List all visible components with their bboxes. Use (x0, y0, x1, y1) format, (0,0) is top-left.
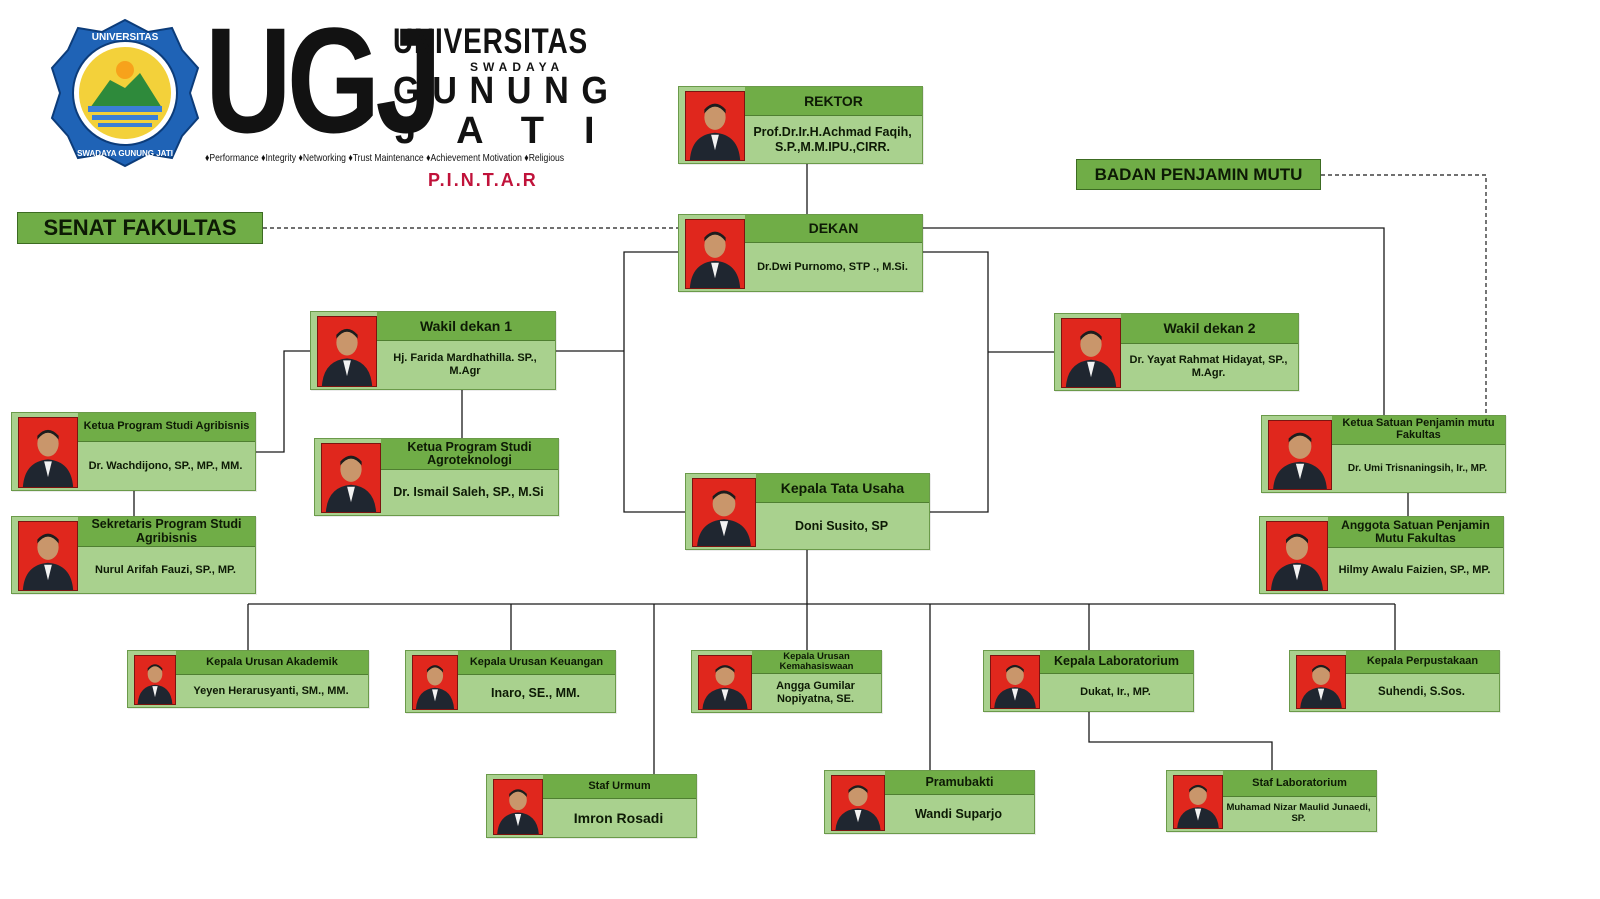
node-person-name: Hilmy Awalu Faizien, SP., MP. (1338, 564, 1491, 577)
logo-pintar: P.I.N.T.A.R (428, 170, 538, 190)
node-person-name: Muhamad Nizar Maulid Junaedi, SP. (1226, 802, 1371, 824)
node-wd1: Wakil dekan 1 Hj. Farida Mardhathilla. SP… (310, 311, 556, 390)
seal-text-bottom: SWADAYA GUNUNG JATI (77, 149, 173, 158)
node-title: Staf Urmum (543, 775, 696, 799)
person-photo-icon (493, 779, 543, 835)
node-title: REKTOR (745, 87, 922, 116)
logo-jati: JATI (395, 110, 635, 152)
person-photo-icon (990, 655, 1040, 709)
person-photo-icon (18, 417, 78, 488)
person-photo-icon (134, 655, 176, 705)
logo-acronym: UGJ (205, 0, 442, 164)
node-person-name: Prof.Dr.Ir.H.Achmad Faqih, S.P.,M.M.IPU.… (753, 125, 912, 154)
node-title: Kepala Tata Usaha (756, 474, 929, 503)
node-person-name: Imron Rosadi (573, 809, 664, 826)
person-photo-icon (831, 775, 885, 831)
node-person-name: Dr. Umi Trisnaningsih, Ir., MP. (1347, 462, 1488, 474)
node-title: Ketua Program Studi Agroteknologi (381, 439, 558, 470)
node-person-name: Angga Gumilar Nopiyatna, SE. (776, 680, 855, 705)
person-photo-icon (685, 91, 745, 161)
node-title: DEKAN (745, 215, 922, 243)
node-dekan: DEKAN Dr.Dwi Purnomo, STP ., M.Si. (678, 214, 923, 292)
node-person-name: Inaro, SE., MM. (491, 686, 580, 701)
person-photo-icon (317, 316, 377, 387)
node-person-name: Nurul Arifah Fauzi, SP., MP. (95, 563, 236, 576)
node-person-name: Doni Susito, SP (794, 518, 889, 533)
person-photo-icon (1061, 318, 1121, 388)
node-rektor: REKTOR Prof.Dr.Ir.H.Achmad Faqih, S.P.,M.… (678, 86, 923, 164)
person-photo-icon (18, 521, 78, 591)
person-photo-icon (1266, 521, 1328, 591)
node-title: Kepala Urusan Kemahasiswaan (752, 651, 881, 674)
node-person-name: Wandi Suparjo (914, 806, 1003, 821)
logo-gunung: GUNUNG (393, 70, 621, 112)
node-person-name: Suhendi, S.Sos. (1378, 685, 1465, 698)
person-photo-icon (1296, 655, 1346, 709)
university-seal-icon: UNIVERSITAS SWADAYA GUNUNG JATI (50, 18, 200, 168)
node-person-name: Dukat, Ir., MP. (1080, 686, 1151, 699)
node-title: Sekretaris Program Studi Agribisnis (78, 517, 255, 547)
node-person-name: Hj. Farida Mardhathilla. SP., M.Agr (393, 352, 537, 377)
senat-fakultas-label: SENAT FAKULTAS (17, 212, 263, 244)
person-photo-icon (1268, 420, 1332, 490)
node-title: Pramubakti (885, 771, 1034, 795)
node-title: Kepala Urusan Akademik (176, 651, 368, 675)
node-person-name: Dr. Ismail Saleh, SP., M.Si (393, 485, 544, 500)
node-title: Anggota Satuan Penjamin Mutu Fakultas (1328, 517, 1503, 548)
badan-penjamin-mutu-label: BADAN PENJAMIN MUTU (1076, 159, 1321, 190)
node-title: Staf Laboratorium (1223, 771, 1376, 797)
node-title: Kepala Urusan Keuangan (458, 651, 615, 675)
logo-swadaya: SWADAYA (470, 60, 565, 74)
node-title: Wakil dekan 2 (1121, 314, 1298, 344)
node-person-name: Dr. Wachdijono, SP., MP., MM. (88, 459, 243, 472)
node-title: Kepala Laboratorium (1040, 651, 1193, 674)
person-photo-icon (412, 655, 458, 710)
university-logo: UNIVERSITAS SWADAYA GUNUNG JATI UGJ UNIV… (50, 0, 630, 195)
logo-motto: ♦Performance ♦Integrity ♦Networking ♦Tru… (205, 152, 565, 164)
person-photo-icon (698, 655, 752, 710)
node-wd2: Wakil dekan 2 Dr. Yayat Rahmat Hidayat, S… (1054, 313, 1299, 391)
person-photo-icon (1173, 775, 1223, 829)
node-title: Ketua Program Studi Agribisnis (78, 413, 255, 442)
node-title: Kepala Perpustakaan (1346, 651, 1499, 674)
person-photo-icon (321, 443, 381, 513)
seal-text-top: UNIVERSITAS (92, 32, 159, 43)
node-title: Wakil dekan 1 (377, 312, 555, 341)
node-title: Ketua Satuan Penjamin mutu Fakultas (1332, 416, 1505, 445)
person-photo-icon (692, 478, 756, 547)
node-person-name: Dr.Dwi Purnomo, STP ., M.Si. (757, 260, 908, 273)
person-photo-icon (685, 219, 745, 289)
node-person-name: Yeyen Herarusyanti, SM., MM. (193, 684, 349, 697)
node-person-name: Dr. Yayat Rahmat Hidayat, SP., M.Agr. (1129, 354, 1288, 379)
logo-universitas: UNIVERSITAS (393, 22, 588, 61)
